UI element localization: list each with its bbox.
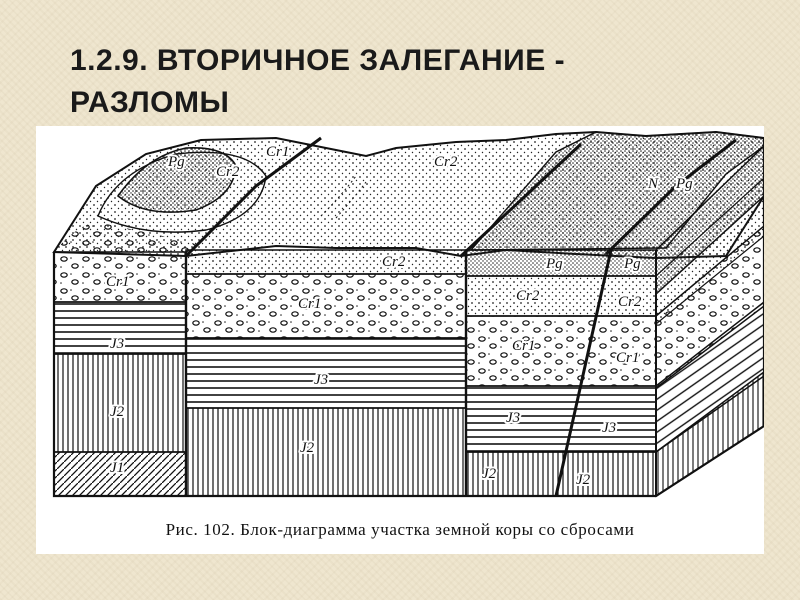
label-n-top: N [647,176,659,192]
slide-title: 1.2.9. ВТОРИЧНОЕ ЗАЛЕГАНИЕ - РАЗЛОМЫ [70,44,566,119]
label-pg-top-right: Pg [675,176,693,192]
label-cr2-mid: Cr2 [382,254,406,270]
label-pg-top: Pg [167,154,185,170]
label-j2-left: J2 [110,404,125,420]
label-j2-mid: J2 [300,440,315,456]
top-surface [52,130,764,260]
label-j3-right-a: J3 [506,410,520,426]
label-cr1-top: Cr1 [266,144,289,160]
label-cr1-mid: Cr1 [298,296,321,312]
label-cr1-right-a: Cr1 [512,338,535,354]
label-cr2-top-mid: Cr2 [434,154,458,170]
label-pg-right-a: Pg [545,256,563,272]
left-block [53,251,187,497]
block-diagram-figure: Pg Cr2 Cr1 Cr2 N Pg Cr1 J3 J2 J1 Cr2 Cr1… [36,126,764,554]
label-cr2-right-a: Cr2 [516,288,540,304]
label-j3-left: J3 [110,336,124,352]
stratum-labels: Pg Cr2 Cr1 Cr2 N Pg Cr1 J3 J2 J1 Cr2 Cr1… [104,142,695,490]
block-diagram: Pg Cr2 Cr1 Cr2 N Pg Cr1 J3 J2 J1 Cr2 Cr1… [52,130,764,498]
label-j1-left: J1 [110,460,124,476]
middle-block [185,249,467,497]
label-cr2-top-left: Cr2 [216,164,240,180]
label-j3-right-b: J3 [602,420,616,436]
label-cr1-right-b: Cr1 [616,350,639,366]
figure-caption: Рис. 102. Блок-диаграмма участка земной … [165,520,635,539]
right-block [465,249,657,497]
label-j2-right-b: J2 [576,472,591,488]
label-cr2-right-b: Cr2 [618,294,642,310]
label-j2-right-a: J2 [482,466,497,482]
label-cr1-left: Cr1 [106,274,129,290]
label-pg-right-b: Pg [623,256,641,272]
label-j3-mid: J3 [314,372,328,388]
